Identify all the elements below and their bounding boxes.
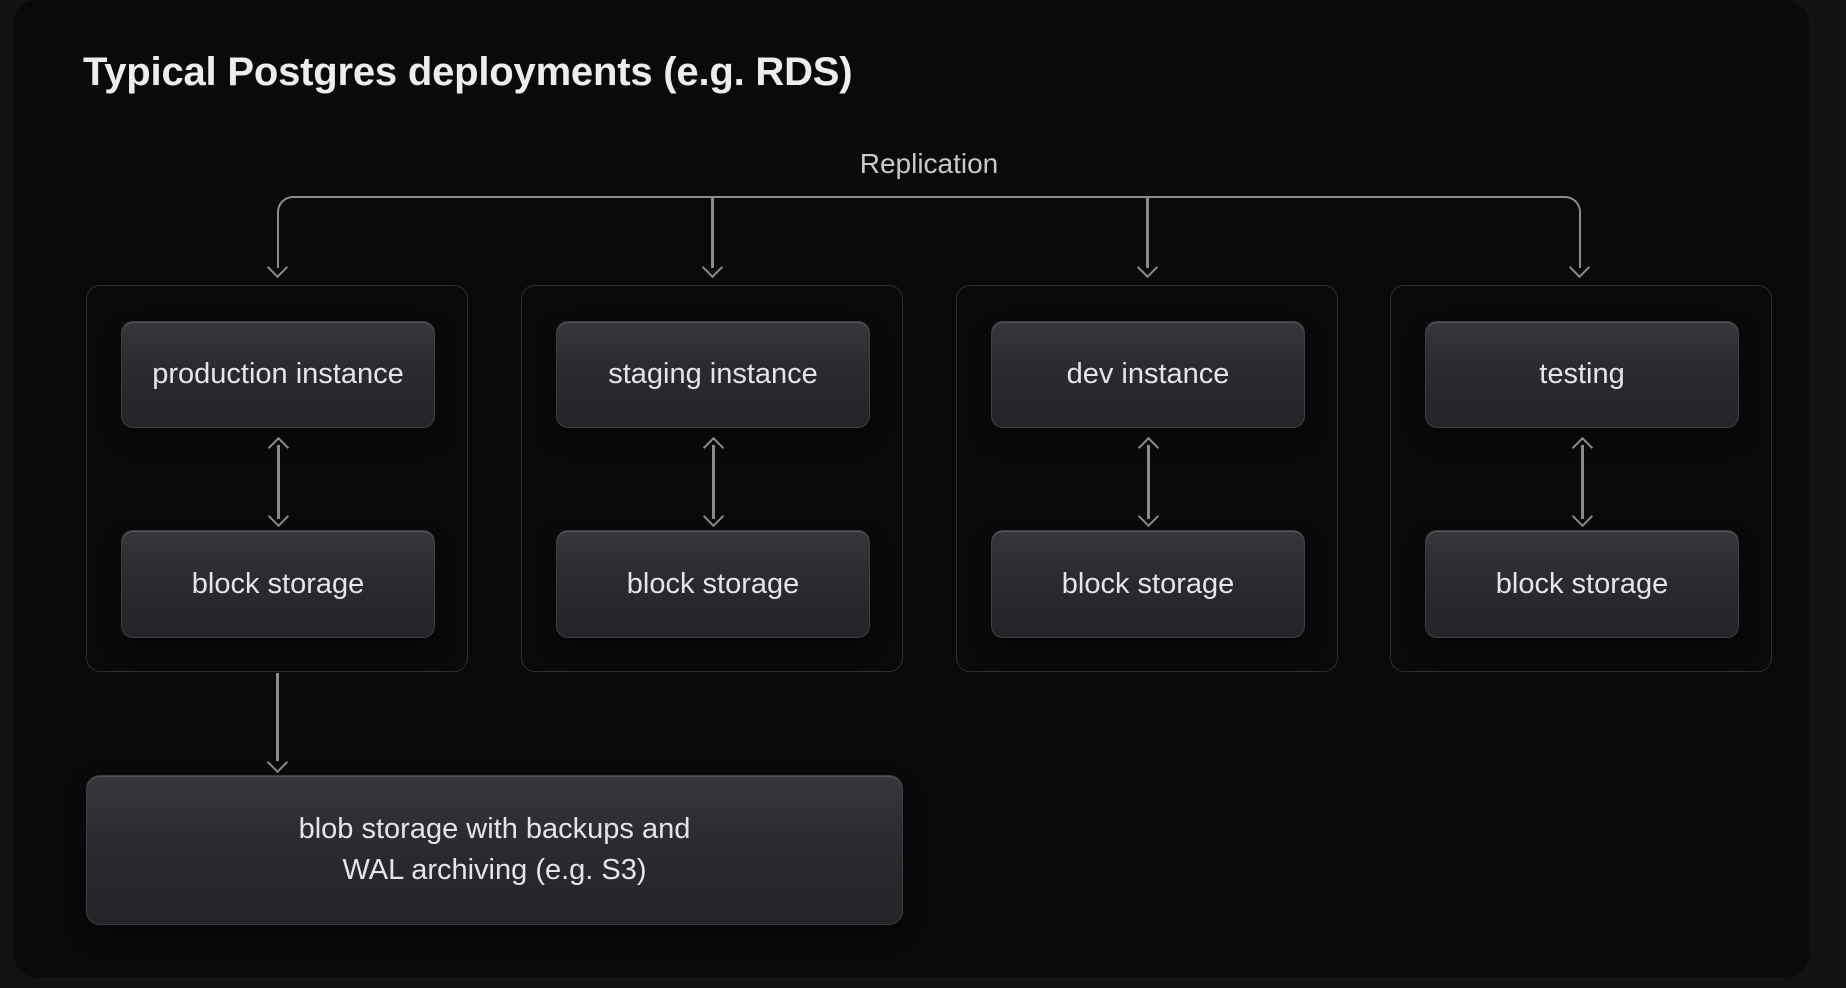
arrow-down-icon <box>1571 505 1594 528</box>
node-block-storage-testing: block storage <box>1425 530 1739 638</box>
blob-storage-label-line2: WAL archiving (e.g. S3) <box>342 854 647 886</box>
blob-storage-label-line1: blob storage with backups and <box>298 813 691 845</box>
arrow-line <box>712 445 715 519</box>
bidirectional-arrow-dev <box>1137 436 1160 528</box>
node-block-storage-staging: block storage <box>556 530 870 638</box>
diagram-title: Typical Postgres deployments (e.g. RDS) <box>83 50 853 94</box>
arrow-line <box>1581 445 1584 519</box>
node-staging-instance: staging instance <box>556 321 870 428</box>
replication-label: Replication <box>859 148 999 179</box>
arrow-down-icon <box>266 751 289 774</box>
node-testing-instance: testing <box>1425 321 1739 428</box>
deployment-group-dev: dev instance block storage <box>956 285 1338 672</box>
deployment-group-staging: staging instance block storage <box>521 285 903 672</box>
node-blob-storage: blob storage with backups and WAL archiv… <box>86 775 903 925</box>
arrow-production-to-blob <box>266 673 289 774</box>
deployment-group-production: production instance block storage <box>86 285 468 672</box>
arrow-down-icon <box>1137 505 1160 528</box>
arrow-down-icon <box>267 505 290 528</box>
arrow-line <box>276 673 279 761</box>
arrow-down-icon <box>702 505 725 528</box>
bidirectional-arrow-testing <box>1571 436 1594 528</box>
bidirectional-arrow-staging <box>702 436 725 528</box>
bidirectional-arrow-production <box>267 436 290 528</box>
deployment-group-testing: testing block storage <box>1390 285 1772 672</box>
node-dev-instance: dev instance <box>991 321 1305 428</box>
node-block-storage-production: block storage <box>121 530 435 638</box>
diagram-panel: Typical Postgres deployments (e.g. RDS) … <box>13 0 1809 977</box>
arrow-line <box>1147 445 1150 519</box>
replication-connector-line <box>277 196 1581 268</box>
arrow-line <box>277 445 280 519</box>
node-block-storage-dev: block storage <box>991 530 1305 638</box>
replication-drop-line-dev <box>1146 198 1149 268</box>
node-production-instance: production instance <box>121 321 435 428</box>
replication-drop-line-staging <box>711 198 714 268</box>
